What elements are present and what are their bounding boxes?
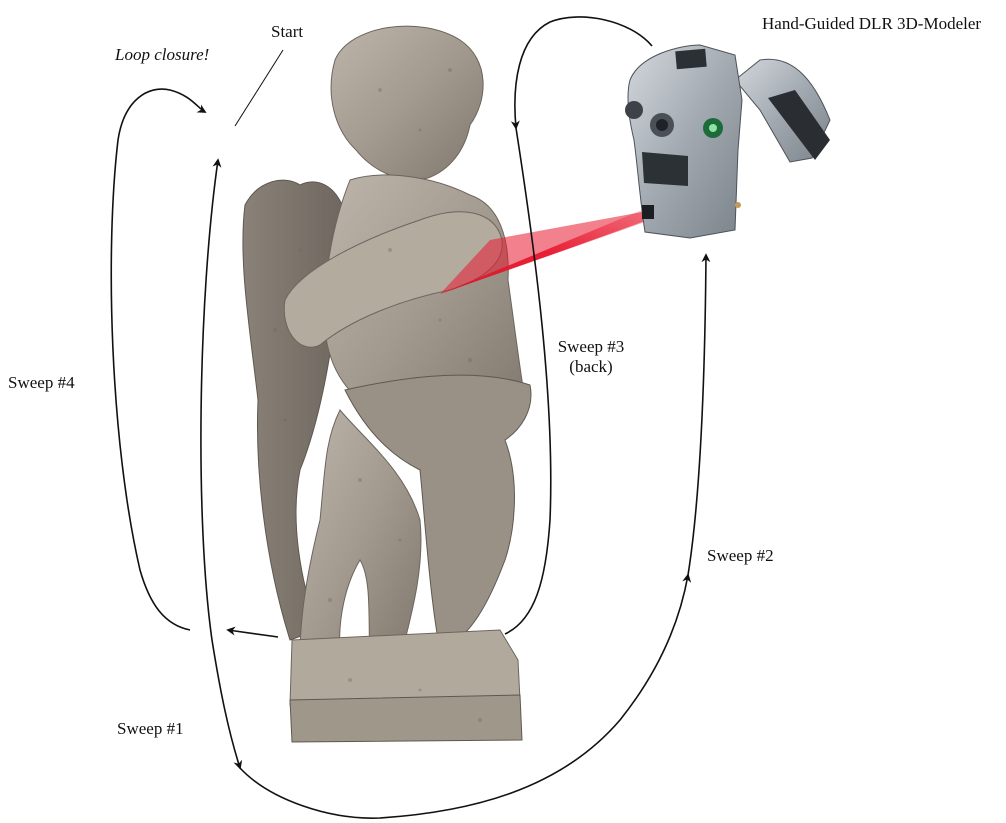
sweep-3-label-line-1: Sweep #3 bbox=[548, 337, 634, 357]
loop-closure-label: Loop closure! bbox=[115, 45, 209, 65]
sweep-3-label-line-2: (back) bbox=[548, 357, 634, 377]
device-label: Hand-Guided DLR 3D-Modeler bbox=[762, 14, 981, 34]
sweep-1-label: Sweep #1 bbox=[117, 719, 184, 739]
start-callout-line bbox=[235, 50, 283, 126]
3d-modeler-device bbox=[625, 45, 830, 238]
statue-base-front bbox=[290, 695, 522, 742]
sweep-4-arrow bbox=[228, 630, 278, 637]
sweep-3-label: Sweep #3 (back) bbox=[548, 337, 634, 378]
sweep-4-label: Sweep #4 bbox=[8, 373, 75, 393]
statue-head bbox=[331, 26, 483, 180]
cherub-statue bbox=[243, 26, 531, 742]
statue-base-top bbox=[290, 630, 520, 705]
sweep-1-path bbox=[201, 160, 240, 768]
start-label: Start bbox=[271, 22, 303, 42]
sweep-2-path bbox=[688, 255, 706, 575]
sweep-2-label: Sweep #2 bbox=[707, 546, 774, 566]
sweep-4-path bbox=[111, 89, 205, 630]
